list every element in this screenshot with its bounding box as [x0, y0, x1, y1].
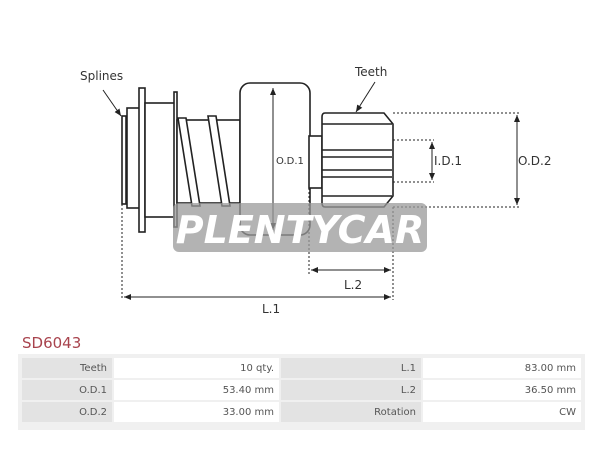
label-splines: Splines [80, 69, 123, 83]
spec-label: L.1 [281, 358, 421, 378]
spec-value: 36.50 mm [423, 380, 581, 400]
spec-value: 33.00 mm [114, 402, 279, 422]
label-l2: L.2 [344, 278, 362, 292]
label-od1: O.D.1 [276, 156, 304, 167]
spec-label: O.D.1 [22, 380, 112, 400]
part-number-title: SD6043 [22, 334, 82, 352]
watermark-background [173, 203, 427, 252]
part-drawing [121, 82, 394, 236]
watermark-text: PLENTYCAR [176, 208, 424, 252]
spec-table: Teeth 10 qty. L.1 83.00 mm O.D.1 53.40 m… [20, 356, 583, 424]
label-id1: I.D.1 [434, 154, 462, 168]
table-row: O.D.1 53.40 mm L.2 36.50 mm [22, 380, 581, 400]
label-od2: O.D.2 [518, 154, 551, 168]
table-row: Teeth 10 qty. L.1 83.00 mm [22, 358, 581, 378]
starter-drive-diagram: Splines Teeth O.D.1 O.D.2 I.D.1 L.2 L.1 … [80, 65, 551, 316]
label-teeth: Teeth [354, 65, 387, 79]
spec-value: 53.40 mm [114, 380, 279, 400]
label-l1: L.1 [262, 302, 280, 316]
spec-value: 83.00 mm [423, 358, 581, 378]
spec-label: L.2 [281, 380, 421, 400]
spec-label: O.D.2 [22, 402, 112, 422]
spec-label: Rotation [281, 402, 421, 422]
spec-value: CW [423, 402, 581, 422]
spec-label: Teeth [22, 358, 112, 378]
table-row: O.D.2 33.00 mm Rotation CW [22, 402, 581, 422]
spec-value: 10 qty. [114, 358, 279, 378]
